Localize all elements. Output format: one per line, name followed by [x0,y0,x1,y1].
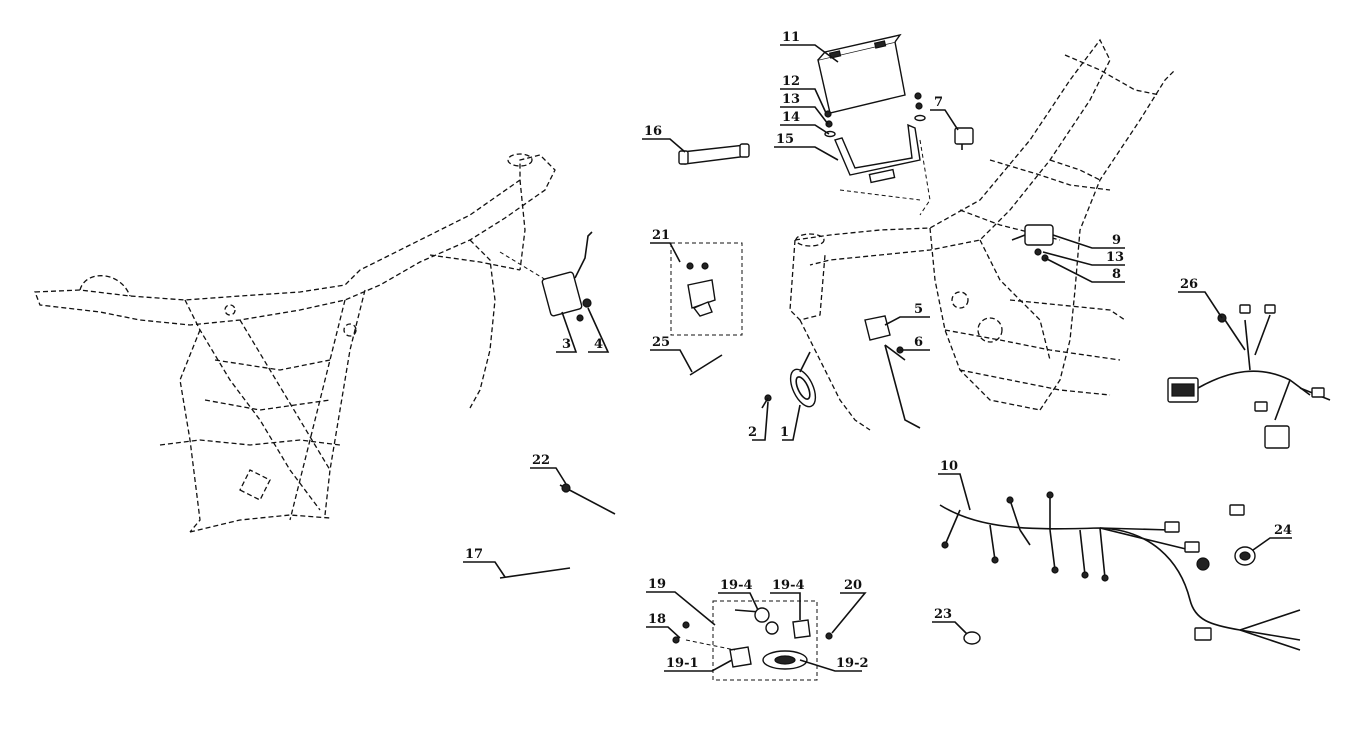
side-switch-part [864,315,921,429]
sub-harness-part [1167,304,1331,449]
fuse-holder-part [678,143,750,165]
callout-1: 1 [780,425,789,440]
callout-21: 21 [652,228,670,243]
callout-15: 15 [776,132,794,147]
callout-23: 23 [934,607,952,622]
callout-12: 12 [782,74,800,89]
ignition-set-part [672,600,833,681]
callout-4: 4 [594,337,603,352]
callout-8: 8 [1112,267,1121,282]
cable-22-part [559,483,616,515]
left-frame-drawing [34,153,556,533]
callout-11: 11 [782,30,800,45]
cable-17-part [499,567,571,579]
switch-assembly-part [670,242,743,336]
battery-bracket-part [824,92,926,184]
wiring-harness-part [939,491,1301,651]
callout-17: 17 [465,547,483,562]
callout-10: 10 [940,459,958,474]
pin-part [689,354,723,376]
callout-20: 20 [844,578,862,593]
grommet-part [963,631,981,645]
callout-19-2: 19-2 [836,656,869,671]
callout-6: 6 [914,335,923,350]
callout-7: 7 [934,95,943,110]
callout-9: 9 [1112,233,1121,248]
callout-22: 22 [532,453,550,468]
callout-2: 2 [748,425,757,440]
callout-13-right: 13 [1106,250,1124,265]
callout-19-1: 19-1 [666,656,699,671]
right-frame-drawing [789,38,1176,431]
callout-leaders [463,44,1292,672]
regulator-part [499,231,593,322]
starter-relay-part [1011,224,1054,262]
callout-3: 3 [562,337,571,352]
callout-19-4-left: 19-4 [720,578,753,593]
callout-5: 5 [914,302,923,317]
callout-18: 18 [648,612,666,627]
callout-14: 14 [782,110,800,125]
horn-part [761,351,817,409]
battery-part [817,33,906,114]
callout-19: 19 [648,577,666,592]
relay-part [954,127,974,150]
callout-13-top: 13 [782,92,800,107]
callout-25: 25 [652,335,670,350]
callout-labels: 11 12 13 14 15 16 7 9 13 8 26 21 25 5 6 … [465,30,1292,671]
callout-19-4-right: 19-4 [772,578,805,593]
cap-part [1234,546,1256,566]
callout-26: 26 [1180,277,1198,292]
callout-16: 16 [644,124,662,139]
callout-24: 24 [1274,523,1292,538]
